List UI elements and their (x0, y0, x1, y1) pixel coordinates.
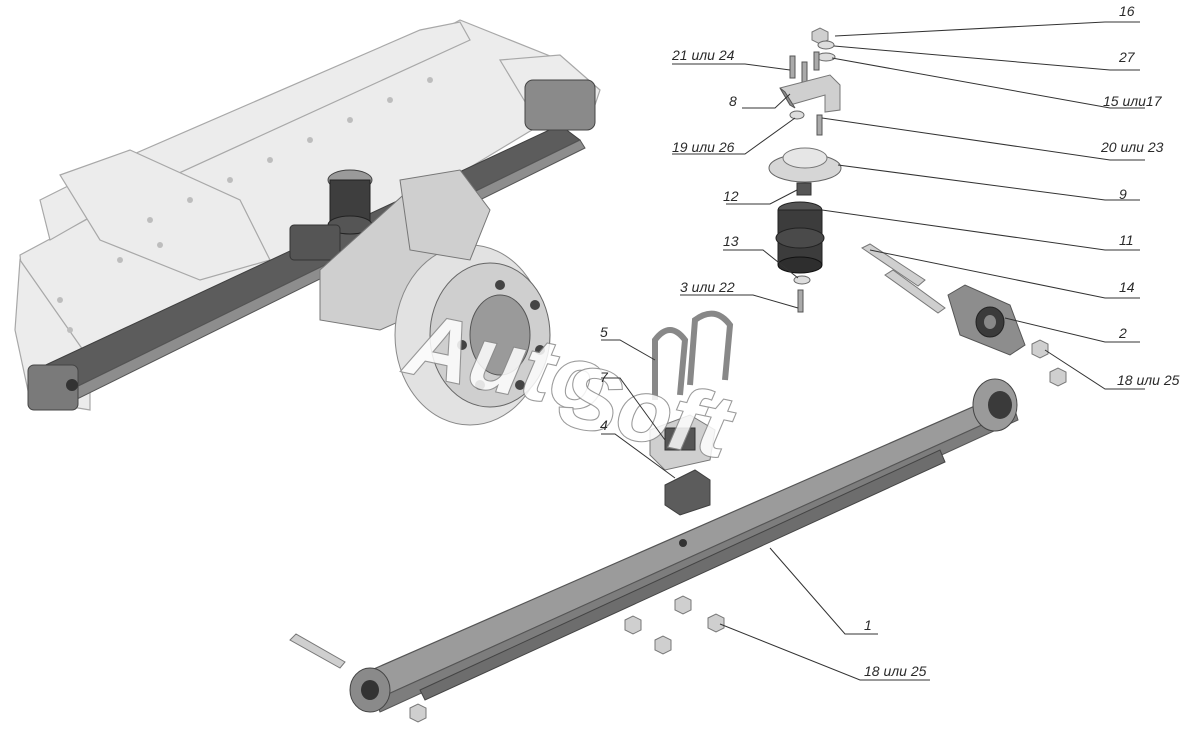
callout-4: 4 (600, 417, 608, 433)
part-8-bracket (779, 74, 841, 113)
part-2-eye-bushing-bracket (947, 284, 1026, 356)
callout-5: 5 (600, 324, 608, 340)
part-4-bump-stop (664, 469, 711, 516)
part-3-bolt (797, 289, 804, 313)
part-16-nut (811, 27, 829, 45)
part-21-bolts (789, 51, 820, 83)
part-20-bolt (816, 114, 823, 136)
callout-7: 7 (600, 369, 609, 385)
callout-11: 11 (1119, 232, 1134, 248)
callout-19-or-26: 19 или 26 (672, 139, 735, 155)
callout-18-or-25-right: 18 или 25 (1117, 372, 1180, 388)
part-9-cup (768, 147, 842, 183)
callout-3-or-22: 3 или 22 (680, 279, 735, 295)
part-11-rubber-buffer (775, 201, 825, 274)
axle-hub-assembly (319, 169, 551, 426)
callout-20-or-23: 20 или 23 (1100, 139, 1164, 155)
part-5-u-bolts (652, 310, 734, 400)
callout-12: 12 (723, 188, 739, 204)
installed-bump-stop (289, 169, 373, 261)
callout-18-or-25-bottom: 18 или 25 (864, 663, 927, 679)
rear-eye-bolt (289, 633, 346, 669)
callout-labels: 16 27 15 или17 21 или 24 8 19 или 26 20 … (600, 3, 1180, 679)
part-18-nuts-right (1031, 339, 1067, 387)
callout-13: 13 (723, 233, 739, 249)
callout-21-or-24: 21 или 24 (671, 47, 735, 63)
callout-15-or-17: 15 или17 (1103, 93, 1163, 109)
part-27-washer (817, 40, 835, 50)
autosoft-watermark: Auto Soft (396, 292, 744, 479)
leader-lines (601, 21, 1145, 681)
callout-27: 27 (1118, 49, 1136, 65)
part-12-spacer (796, 182, 812, 196)
part-15-washer (816, 52, 836, 62)
callout-14: 14 (1119, 279, 1135, 295)
part-7-pad (649, 414, 716, 471)
part-19-washer (789, 110, 805, 120)
callout-9: 9 (1119, 186, 1127, 202)
part-18-nuts-bottom (409, 595, 725, 723)
callout-16: 16 (1119, 3, 1135, 19)
part-14-bolts (861, 243, 946, 314)
part-1-leaf-spring (349, 378, 1019, 713)
callout-8: 8 (729, 93, 737, 109)
callout-1: 1 (864, 617, 872, 633)
callout-2: 2 (1118, 325, 1127, 341)
